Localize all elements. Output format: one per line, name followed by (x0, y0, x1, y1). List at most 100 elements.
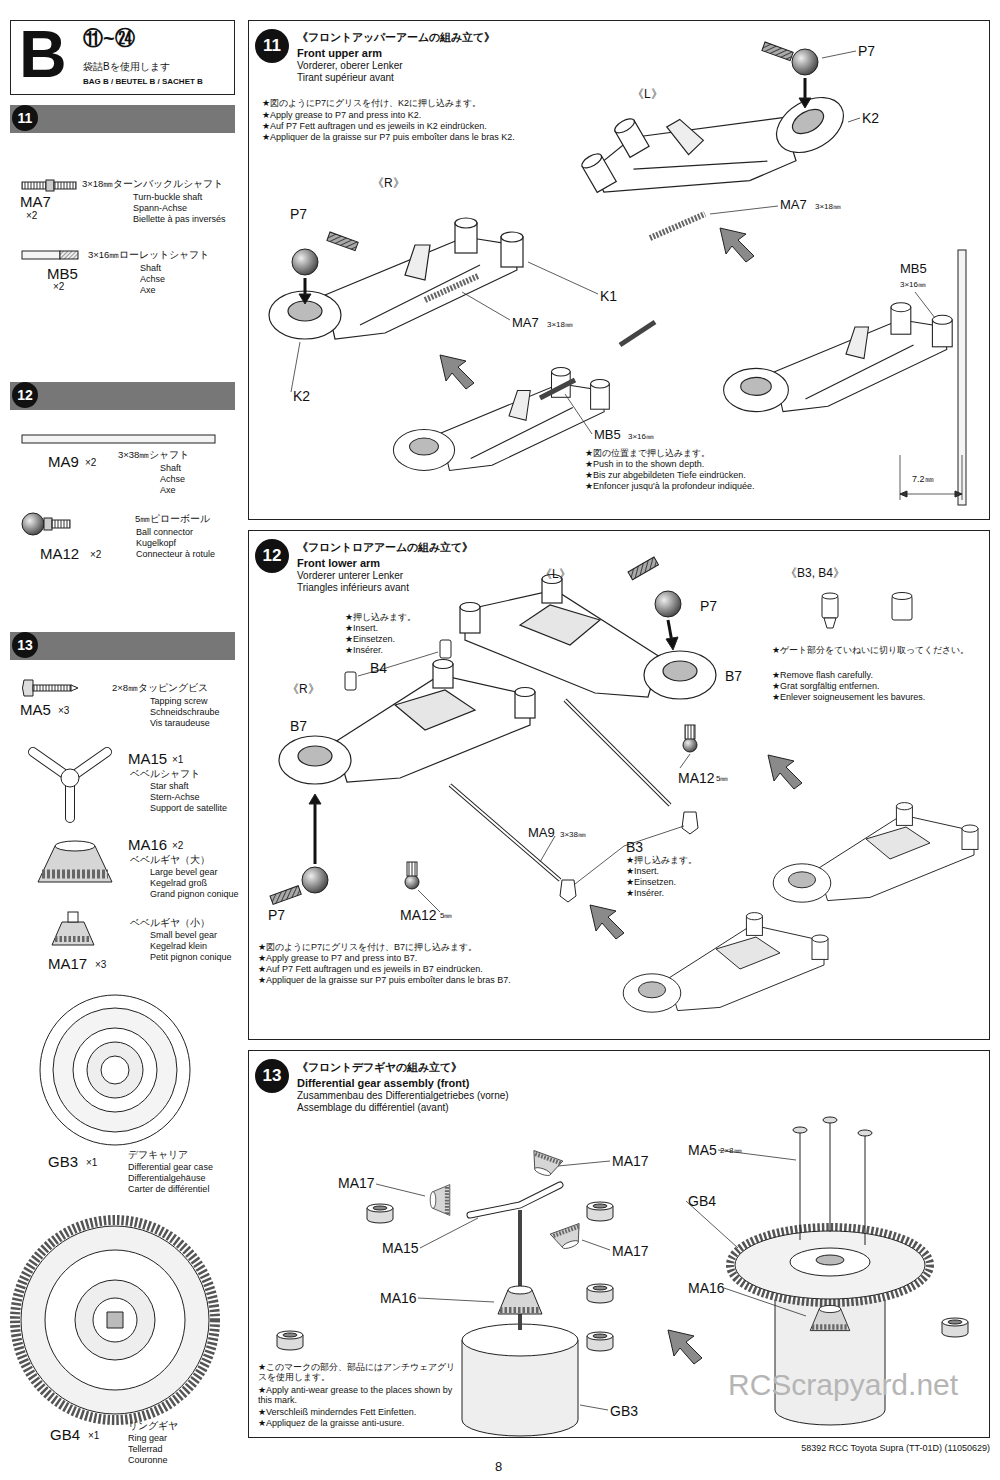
note-text: Achse (160, 474, 185, 484)
part-label: K2 (862, 110, 879, 126)
note-text: ★Insert. (626, 866, 659, 876)
note-text: ★図の位置まで押し込みます。 (585, 448, 710, 458)
note-text: ×1 (86, 1157, 97, 1169)
step-panel: 《フロントアッパーアームの組み立て》Front upper armVordere… (248, 20, 990, 520)
part-label: P7 (858, 43, 875, 59)
note-text: 3×18㎜ (547, 320, 573, 329)
upper-arm-illustration (269, 23, 966, 505)
note-text: 5㎜ (440, 911, 452, 920)
part-label: P7 (290, 206, 307, 222)
part-label: MA7 (512, 316, 539, 331)
part-label: MA17 (612, 1243, 649, 1259)
part-label: MA7 (780, 198, 807, 213)
note-text: ×2 (26, 210, 37, 222)
part-label: RCScrapyard.net (728, 1368, 958, 1403)
part-label: 《R》 (287, 683, 320, 697)
note-text: 3×18㎜ターンバックルシャフト (82, 179, 223, 190)
note-text: 2×8㎜ (720, 1146, 742, 1155)
node-text: Zusammenbau des Differentialgetriebes (v… (297, 1090, 509, 1102)
part-label: MA7 (20, 193, 51, 210)
note-text: ★Grat sorgfältig entfernen. (772, 681, 880, 691)
note-text: ★Einsetzen. (626, 877, 676, 887)
note-text: Couronne (128, 1455, 168, 1465)
note-text: Star shaft (150, 781, 189, 791)
note-text: ★Enfoncer jusqu'à la profondeur indiquée… (585, 481, 754, 491)
part-label: MA16 (128, 836, 167, 853)
note-text: Stern-Achse (150, 792, 200, 802)
note-text: ★押し込みます。 (626, 855, 697, 865)
note-text: ×2 (53, 281, 64, 293)
note-text: 58392 RCC Toyota Supra (TT-01D) (1105062… (801, 1443, 990, 1453)
part-label: 《L》 (632, 88, 663, 102)
note-text: Turn-buckle shaft (133, 192, 202, 202)
part-label: P7 (700, 598, 717, 614)
note-text: ★Remove flash carefully. (772, 670, 873, 680)
node-heading: 12 (263, 546, 282, 566)
part-label: B7 (290, 718, 307, 734)
part-label: MA17 (338, 1175, 375, 1191)
node-text: BAG B / BEUTEL B / SACHET B (83, 77, 203, 86)
node-text: Vorderer unterer Lenker (297, 570, 403, 582)
note-text: Grand pignon conique (150, 889, 239, 899)
step-number: 13 (255, 1059, 289, 1093)
part-label: GB4 (688, 1193, 716, 1209)
note-text: 7.2㎜ (912, 474, 934, 484)
node-heading: 12 (12, 382, 38, 408)
note-text: ★Einsetzen. (345, 634, 395, 644)
note-text: 2×8㎜タッピングビス (112, 683, 208, 694)
note-text: ★このマークの部分、部品にはアンチウェアグリスを使用します。 (258, 1362, 463, 1383)
note-text: ★Apply grease to P7 and press into B7. (258, 953, 417, 963)
node-heading: 13 (12, 632, 38, 658)
note-text: Tapping screw (150, 696, 208, 706)
part-label: MA12 (400, 907, 437, 923)
node-text: Differential gear assembly (front) (297, 1077, 469, 1090)
part-label: B4 (370, 660, 387, 676)
node-heading: 11 (263, 36, 281, 56)
node-heading: 11 (12, 105, 38, 131)
part-label: K1 (600, 288, 617, 304)
part-label: MB5 (900, 262, 927, 277)
part-label: MA17 (612, 1153, 649, 1169)
note-text: ★Auf P7 Fett auftragen und es jeweils in… (262, 121, 487, 131)
note-text: Petit pignon conique (150, 952, 232, 962)
note-text: Connecteur à rotule (136, 549, 215, 559)
note-text: Biellette à pas inversés (133, 214, 226, 224)
note-text: ×1 (172, 754, 183, 766)
note-text: ★Insérer. (345, 645, 383, 655)
part-label: P7 (268, 907, 285, 923)
part-label: MA5 (20, 701, 51, 718)
part-label: MA9 (48, 453, 79, 470)
step-bar: 11 (10, 105, 235, 133)
part-label: K2 (293, 388, 310, 404)
note-text: ×2 (90, 549, 101, 561)
note-text: ★図のようにP7にグリスを付け、K2に押し込みます。 (262, 98, 481, 108)
part-label: B7 (725, 668, 742, 684)
step-panel: 《フロントロアアームの組み立て》Front lower armVorderer … (248, 530, 990, 1040)
note-text: 3×16㎜ (900, 280, 926, 289)
node-text: Assemblage du différentiel (avant) (297, 1102, 449, 1114)
note-text: ベベルギヤ（小） (130, 918, 210, 929)
note-text: Carter de différentiel (128, 1184, 209, 1194)
part-label: MA16 (688, 1280, 725, 1296)
note-text: 3×16㎜ローレットシャフト (88, 250, 209, 261)
note-text: リングギヤ (128, 1421, 178, 1432)
note-text: Spann-Achse (133, 203, 187, 213)
part-label: MA16 (380, 1290, 417, 1306)
part-label: 《R》 (372, 177, 405, 191)
note-text: ★Push in to the shown depth. (585, 459, 704, 469)
node-text: 袋詰Bを使用します (83, 61, 170, 73)
note-text: Axe (140, 285, 156, 295)
note-text: 3×38㎜シャフト (118, 450, 189, 461)
note-text: Kugelkopf (136, 538, 176, 548)
part-label: MA9 (528, 826, 555, 841)
note-text: ベベルギヤ（大） (130, 855, 210, 866)
note-text: ★Bis zur abgebildeten Tiefe eindrücken. (585, 470, 746, 480)
part-label: GB3 (48, 1153, 78, 1170)
part-label: 《B3, B4》 (785, 567, 845, 581)
step-bar: 13 (10, 632, 235, 660)
note-text: ★Insérer. (626, 888, 664, 898)
node-text: Vorderer, oberer Lenker (297, 60, 403, 72)
note-text: ★Appliquez de la graisse anti-usure. (258, 1418, 404, 1428)
part-label: GB4 (50, 1426, 80, 1443)
